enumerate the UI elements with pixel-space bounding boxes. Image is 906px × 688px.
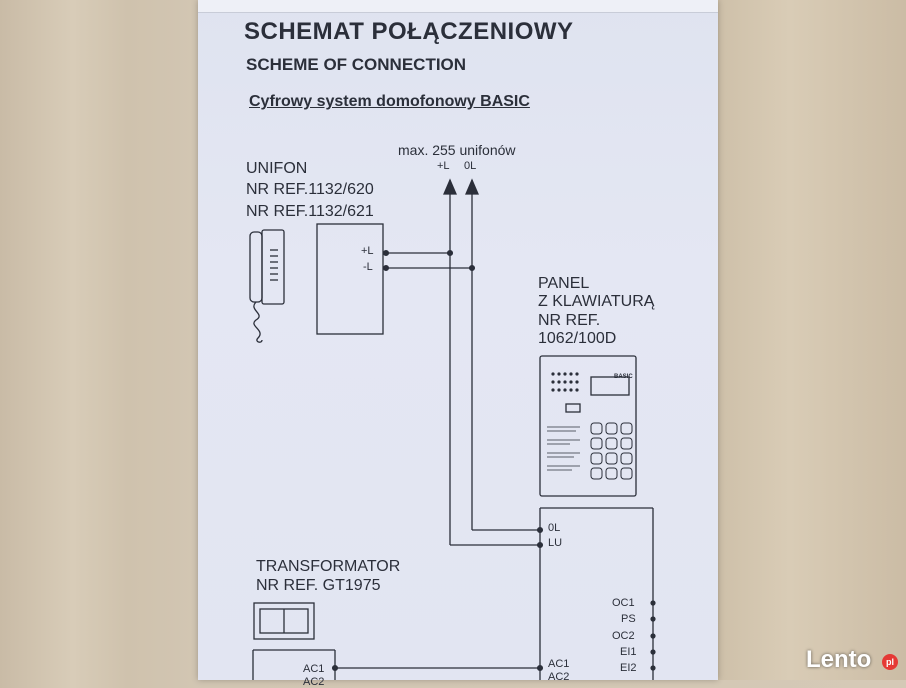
bus-arrow-plus: [443, 178, 457, 195]
panel-pin-ps: PS: [621, 613, 636, 625]
unifon-pin-minus: -L: [363, 261, 373, 273]
unifon-name: UNIFON: [246, 160, 308, 177]
transformer-terminal-box: [252, 649, 336, 680]
unifon-node-minus: [382, 264, 390, 272]
bus-arrow-zero: [465, 178, 479, 195]
node-panel-ac1: [536, 664, 544, 672]
transformer-name: TRANSFORMATOR: [256, 558, 401, 575]
panel-line3: NR REF.: [538, 312, 601, 329]
panel-line1: PANEL: [538, 275, 590, 292]
keypad-panel-icon: [539, 355, 637, 497]
unifon-pin-plus: +L: [361, 245, 374, 257]
bus-max-label: max. 255 unifonów: [398, 142, 516, 158]
panel-pin-oc1: OC1: [612, 597, 635, 609]
node-0l: [536, 526, 544, 534]
panel-pin-0l: 0L: [548, 522, 561, 534]
page-title: SCHEMAT POŁĄCZENIOWY: [244, 18, 574, 45]
wood-background-right: [712, 0, 906, 680]
bus-junction-minus: [468, 264, 476, 272]
node-transformer-ac1: [331, 664, 339, 672]
panel-line2: Z KLAWIATURĄ: [538, 293, 655, 310]
watermark-badge: pl: [882, 654, 898, 670]
system-name: Cyfrowy system domofonowy BASIC: [249, 93, 530, 110]
transformer-icon: [253, 602, 315, 640]
bus-junction-plus: [446, 249, 454, 257]
bus-zero-label: 0L: [464, 160, 477, 172]
panel-pin-lu: LU: [548, 537, 563, 549]
panel-pin-ei1: EI1: [620, 646, 637, 658]
unifon-box: [316, 223, 384, 335]
panel-pin-ei2: EI2: [620, 662, 637, 674]
page-subtitle: SCHEME OF CONNECTION: [246, 55, 467, 74]
tape-strip: [198, 0, 718, 13]
unifon-ref2: NR REF.1132/621: [246, 203, 374, 220]
panel-terminal-box: [539, 507, 654, 680]
intercom-handset-icon: [249, 229, 285, 343]
schematic-sheet: [198, 0, 718, 680]
transformer-pin-ac1: AC1: [303, 663, 325, 675]
bus-plus-label: +L: [437, 160, 450, 172]
panel-pin-oc2: OC2: [612, 630, 635, 642]
panel-right-terminals: [650, 600, 656, 671]
panel-pin-ac1: AC1: [548, 658, 570, 670]
unifon-ref1: NR REF.1132/620: [246, 181, 374, 198]
node-lu: [536, 541, 544, 549]
panel-line4: 1062/100D: [538, 330, 617, 347]
watermark-logo: Lento: [806, 646, 872, 673]
unifon-node-plus: [382, 249, 390, 257]
transformer-ref: NR REF. GT1975: [256, 577, 381, 594]
